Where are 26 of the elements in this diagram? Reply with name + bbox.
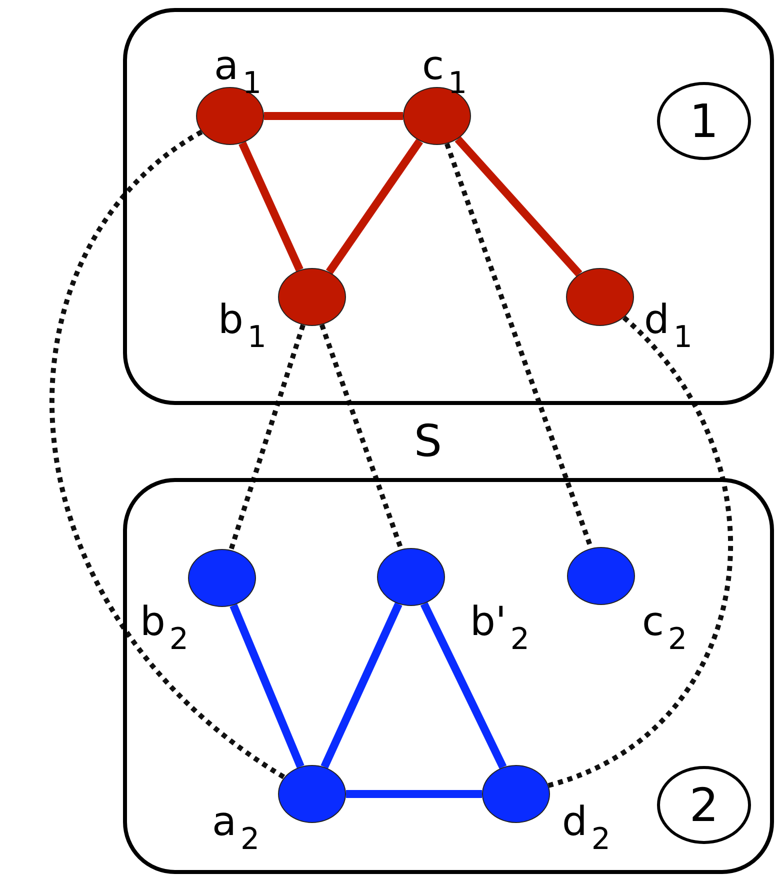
circled-number: 1 [657, 82, 751, 160]
vertex-label: c$_{1}$ [422, 46, 468, 98]
graph-edge [454, 136, 582, 277]
vertex-label: a$_{2}$ [212, 802, 260, 854]
graph-edge [420, 602, 507, 769]
graph-edge [326, 138, 424, 274]
set-label: S [414, 420, 442, 464]
vertex-label: b$_{1}$ [218, 300, 266, 352]
vertex-label: d$_{1}$ [644, 300, 692, 352]
vertex-label: d$_{2}$ [562, 802, 610, 854]
group-panel [123, 478, 774, 874]
graph-edge [320, 602, 402, 769]
group-panel [123, 8, 774, 405]
vertex-label: b$_{2}$ [140, 602, 188, 654]
graph-edge [264, 112, 403, 120]
dotted-line [228, 324, 306, 551]
circled-number: 2 [657, 766, 751, 844]
dotted-line [548, 316, 733, 788]
graph-edge [346, 790, 482, 798]
graph-vertex [566, 268, 634, 326]
dotted-line [50, 130, 286, 780]
graph-edge [230, 604, 304, 768]
vertex-label: b'$_{2}$ [470, 602, 530, 654]
vertex-label: a$_{1}$ [214, 46, 262, 98]
vertex-label: c$_{2}$ [642, 602, 688, 654]
graph-edge [238, 141, 304, 272]
